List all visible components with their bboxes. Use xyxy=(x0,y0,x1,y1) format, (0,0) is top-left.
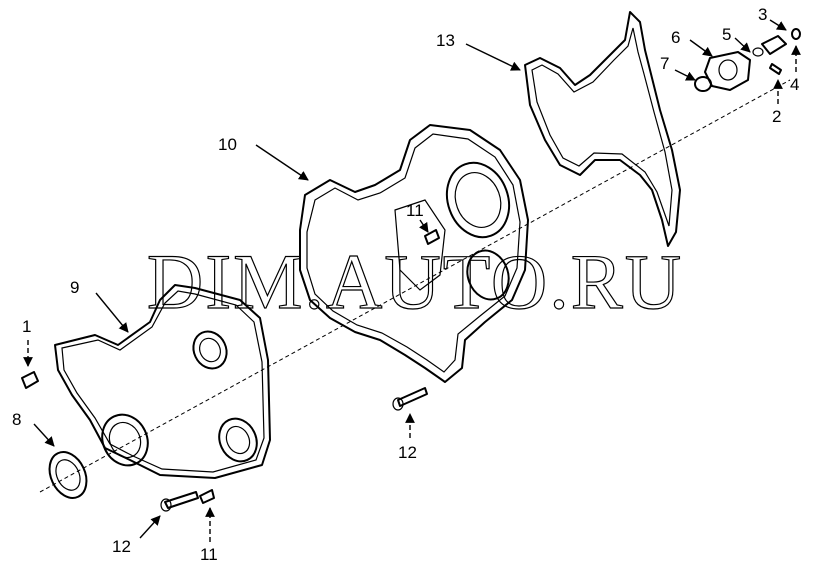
front-gear-cover xyxy=(54,284,271,479)
callout-10: 10 xyxy=(218,135,237,154)
assembly-axis-line xyxy=(39,79,791,493)
bolt-item-12-lower xyxy=(160,491,199,512)
plug xyxy=(752,35,787,57)
leader-arrow-7 xyxy=(674,69,696,81)
bolt-item-1 xyxy=(21,371,39,389)
gear-housing-gasket xyxy=(524,11,681,247)
leader-arrow-12-lower xyxy=(139,515,161,539)
oil-seal xyxy=(48,451,88,499)
bolt-item-11-lower xyxy=(199,489,215,504)
leader-arrow-3 xyxy=(769,19,787,31)
leader-arrow-11-upper xyxy=(419,219,429,233)
callout-4: 4 xyxy=(790,75,799,94)
small-washer xyxy=(791,28,801,40)
callout-2: 2 xyxy=(772,107,781,126)
callout-12-center: 12 xyxy=(398,443,417,462)
callout-6: 6 xyxy=(671,28,680,47)
callout-9: 9 xyxy=(70,278,79,297)
callout-7: 7 xyxy=(660,54,669,73)
gear-housing xyxy=(299,124,529,383)
bolt-item-11-upper xyxy=(424,229,440,245)
accessory-bracket xyxy=(704,51,751,91)
leader-arrow-9 xyxy=(95,292,129,333)
o-ring xyxy=(694,76,712,92)
callout-5: 5 xyxy=(722,25,731,44)
small-screw xyxy=(769,63,782,75)
callout-3: 3 xyxy=(758,5,767,24)
callout-8: 8 xyxy=(12,410,21,429)
leader-arrow-5 xyxy=(734,37,751,53)
callout-11-upper: 11 xyxy=(406,201,424,220)
leader-arrow-10 xyxy=(255,144,309,181)
leader-arrow-8 xyxy=(33,423,55,447)
callout-12-lower: 12 xyxy=(112,537,131,556)
watermark: DIM.AUTO.RU xyxy=(147,238,683,325)
callout-13: 13 xyxy=(436,31,455,50)
bolt-item-12-center xyxy=(392,387,428,411)
callout-1: 1 xyxy=(22,317,31,336)
leader-arrow-13 xyxy=(465,43,521,71)
callout-11-lower: 11 xyxy=(200,545,218,564)
leader-arrow-6 xyxy=(689,39,713,57)
